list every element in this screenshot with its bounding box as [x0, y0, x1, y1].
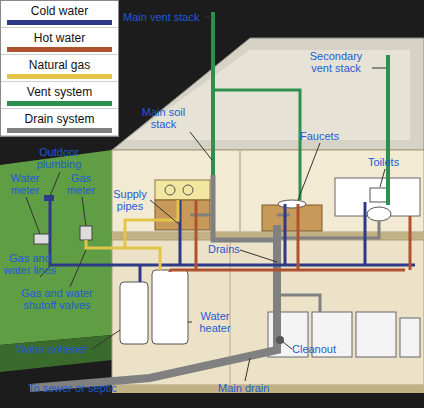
outdoor-faucet — [44, 195, 54, 201]
part-label: Supply pipes — [106, 188, 154, 212]
water-heater — [152, 270, 188, 344]
part-label: To sewer or septic — [28, 382, 117, 394]
legend-text: Cold water — [1, 1, 118, 18]
part-label: Main drain — [218, 382, 269, 394]
leader-line — [205, 17, 212, 18]
kitchen-counter — [155, 180, 210, 200]
cold-water-pipe — [50, 200, 415, 282]
legend-text: Hot water — [1, 28, 118, 45]
legend-swatch — [7, 101, 112, 106]
vent-pipe — [211, 12, 215, 175]
legend-swatch — [7, 74, 112, 79]
legend-text: Drain system — [1, 109, 118, 126]
leader-line — [240, 250, 277, 262]
appliance — [356, 312, 396, 357]
leader-line — [380, 169, 385, 187]
drain-pipe — [213, 175, 277, 240]
water-meter-symbol — [34, 234, 50, 244]
leader-line — [50, 172, 60, 196]
leader-line — [245, 358, 250, 381]
drain-pipe — [277, 295, 320, 312]
legend-text: Vent system — [1, 82, 118, 99]
roof — [112, 38, 424, 150]
vent-pipe — [386, 55, 390, 205]
leader-line — [92, 330, 120, 349]
part-label: Toilets — [368, 156, 399, 168]
legend-swatch — [7, 20, 112, 25]
attic — [125, 50, 410, 140]
hot-water-pipe — [170, 200, 410, 272]
vent-pipe — [213, 90, 300, 200]
legend-row: Hot water — [1, 28, 118, 55]
stove-burner — [183, 185, 193, 195]
part-label: Gas and water shutoff valves — [12, 287, 102, 311]
gas-meter-symbol — [80, 226, 92, 240]
vanity — [262, 205, 322, 231]
part-label: Cleanout — [292, 343, 336, 355]
toilet-bowl — [367, 207, 391, 221]
legend-row: Natural gas — [1, 55, 118, 82]
cleanout-plug — [276, 336, 284, 344]
part-label: Main soil stack — [136, 106, 191, 130]
water-softener — [120, 282, 148, 344]
part-label: Secondary vent stack — [300, 50, 372, 74]
leader-line — [188, 322, 192, 323]
leader-line — [190, 132, 212, 160]
wall — [239, 150, 241, 232]
part-label: Outdoor plumbing — [28, 146, 90, 170]
legend-swatch — [7, 128, 112, 133]
part-label: Drains — [208, 243, 240, 255]
legend-row: Cold water — [1, 1, 118, 28]
leader-line — [82, 197, 86, 226]
laundry-sink — [400, 318, 420, 357]
stove-burner — [165, 185, 175, 195]
part-label: Water softener — [16, 343, 88, 355]
legend-box: Cold waterHot waterNatural gasVent syste… — [0, 0, 119, 137]
toilet-tank — [370, 188, 388, 202]
part-label: Gas and water lines — [0, 252, 60, 276]
part-label: Faucets — [300, 130, 339, 142]
part-label: Gas meter — [60, 172, 102, 196]
leader-line — [70, 250, 86, 287]
part-label: Water heater — [192, 310, 238, 334]
leader-line — [150, 200, 180, 225]
leader-line — [26, 197, 40, 234]
legend-row: Drain system — [1, 109, 118, 136]
part-label: Main vent stack — [123, 11, 199, 23]
bathroom-sink — [278, 200, 306, 208]
leader-line — [283, 342, 292, 349]
leader-line — [298, 143, 320, 200]
part-label: Water meter — [2, 172, 48, 196]
legend-text: Natural gas — [1, 55, 118, 72]
leader-line — [372, 68, 386, 69]
soil — [0, 335, 112, 372]
legend-swatch — [7, 47, 112, 52]
legend-row: Vent system — [1, 82, 118, 109]
